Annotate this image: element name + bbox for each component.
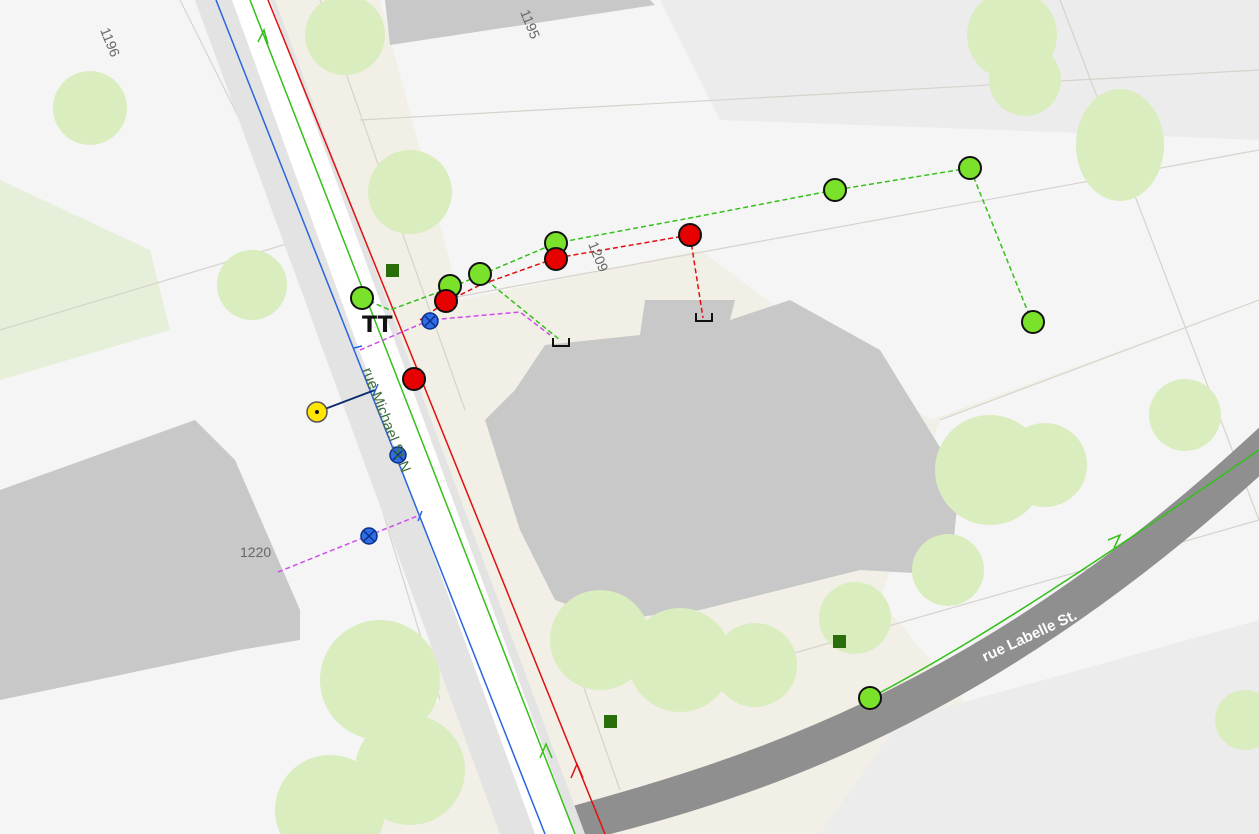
arrow-green-1: [257, 27, 269, 45]
building-1220: [0, 420, 300, 700]
cleanout-icon[interactable]: [552, 338, 570, 347]
tick-blue-2: [372, 383, 379, 397]
service-green-b: [479, 274, 561, 341]
line-red-main: [267, 0, 606, 834]
cleanout-icon[interactable]: [695, 313, 713, 322]
line-green-main: [249, 0, 576, 834]
red-nodes: [402, 223, 702, 391]
tree-canopy: [53, 71, 127, 145]
tree-canopy: [305, 0, 385, 75]
lot-number-1220: 1220: [240, 544, 271, 560]
line-blue-main: [215, 0, 546, 834]
parcel-green-strip: [0, 180, 170, 380]
road-michael: [232, 0, 575, 834]
green-node[interactable]: [468, 262, 492, 286]
tree-canopy: [1215, 690, 1259, 750]
marker-square-icon[interactable]: [386, 264, 399, 277]
valve-icon[interactable]: [360, 527, 378, 545]
tree-canopy: [217, 250, 287, 320]
marker-square-icon[interactable]: [604, 715, 617, 728]
tree-canopy: [1003, 423, 1087, 507]
tree-canopies: [53, 0, 1259, 834]
tick-blue-3: [417, 510, 423, 522]
arrow-red-1: [570, 762, 584, 779]
arrow-green-labelle: [1107, 533, 1122, 549]
green-node[interactable]: [823, 178, 847, 202]
parcel-east-upper: [660, 0, 1259, 140]
hydrant-icon[interactable]: [306, 401, 328, 423]
service-pink-a: [359, 311, 551, 351]
tree-canopy: [275, 755, 385, 834]
tree-canopy: [320, 620, 440, 740]
red-node[interactable]: [678, 223, 702, 247]
green-node[interactable]: [1021, 310, 1045, 334]
line-green-labelle: [869, 449, 1259, 699]
valve-icon[interactable]: [421, 312, 439, 330]
red-node[interactable]: [402, 367, 426, 391]
marker-square-icon[interactable]: [833, 635, 846, 648]
tree-canopy: [989, 44, 1061, 116]
tree-canopy: [819, 582, 891, 654]
green-node[interactable]: [858, 686, 882, 710]
green-node[interactable]: [350, 286, 374, 310]
tick-blue-1: [353, 345, 363, 349]
green-node[interactable]: [958, 156, 982, 180]
building-1195: [385, 0, 655, 45]
tree-canopy: [368, 150, 452, 234]
tree-canopy: [713, 623, 797, 707]
red-node[interactable]: [544, 247, 568, 271]
road-labelle: [523, 427, 1259, 834]
tree-canopy: [1149, 379, 1221, 451]
tree-canopy: [912, 534, 984, 606]
arrow-green-2: [539, 742, 553, 759]
service-green-a: [361, 167, 1033, 323]
valve-icon[interactable]: [389, 446, 407, 464]
parcel-south-east: [820, 620, 1259, 834]
tree-canopy: [550, 590, 650, 690]
tree-canopy: [628, 608, 732, 712]
building-1209: [485, 300, 960, 620]
valve-nodes: [360, 312, 439, 545]
red-node[interactable]: [434, 289, 458, 313]
tee-marks[interactable]: TT: [362, 313, 393, 338]
tree-canopy: [1076, 89, 1164, 201]
